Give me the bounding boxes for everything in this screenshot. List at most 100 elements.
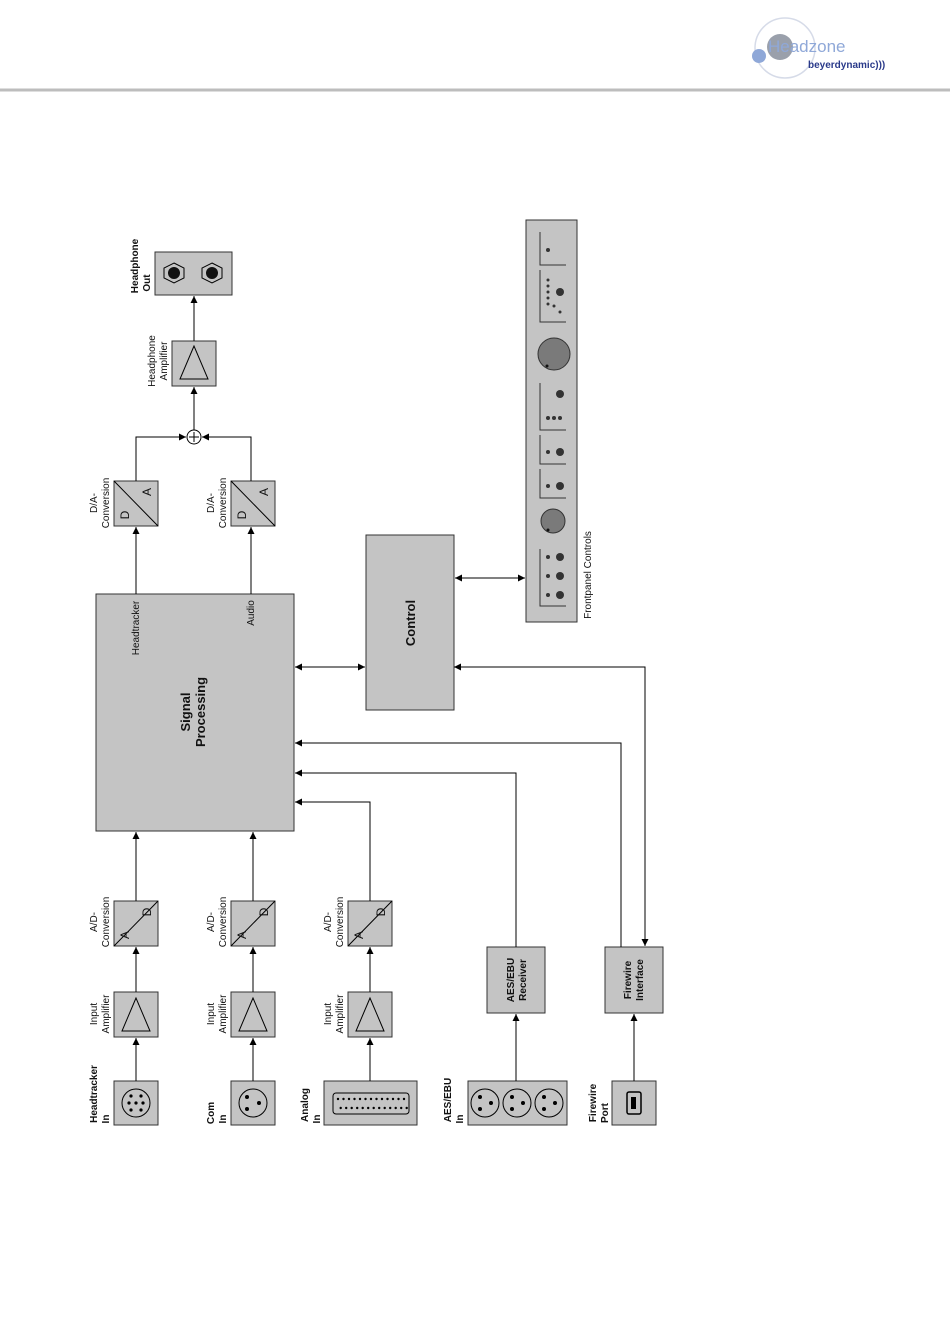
tap-audio-label: Audio [246,600,257,626]
aes-ebu-in-connectors [467,1080,568,1126]
headphone-amplifier-block [171,340,217,387]
ad1-letter-d: D [140,907,154,916]
firewire-port-label-1: Firewire [588,1083,599,1122]
signal-wires [132,296,649,1081]
connector-pin [350,1106,353,1110]
com-in-label-2: In [218,1115,229,1124]
firewire-interface-block [604,946,664,1014]
signal-processing-label-2: Processing [193,677,208,747]
input-amp2-label-1: Input [206,1003,217,1025]
da-converter-1: D A [113,480,159,527]
aes-in-label-2: In [455,1115,466,1124]
ad1-label-1: A/D- [89,912,100,932]
input-amplifier-1 [113,991,159,1038]
headphone-amp-label-1: Headphone [147,335,158,387]
control-label: Control [403,600,418,646]
ad-converter-1: A D [113,900,159,947]
connector-pin [405,1106,408,1110]
connector-pin [375,1097,378,1101]
signal-processing-label-1: Signal [178,692,193,731]
signal-processing-block [95,593,295,832]
headtracker-in-label-2: In [101,1115,112,1124]
aes-in-label-1: AES/EBU [443,1078,454,1122]
headphone-amp-label-2: Amplifier [159,341,170,381]
logo-wordmark: Headzone [768,37,846,56]
ad3-label-1: A/D- [323,912,334,932]
connector-pin [342,1097,345,1101]
da2-label-1: D/A- [206,493,217,513]
tap-headtracker-label: Headtracker [131,600,142,655]
analog-in-connector [323,1080,418,1126]
input-amp3-label-2: Amplifier [335,994,346,1034]
connector-pin [389,1106,392,1110]
ad1-letter-a: A [118,931,132,939]
aes-ebu-receiver-block [486,946,546,1014]
input-amp3-label-1: Input [323,1003,334,1025]
analog-in-label-1: Analog [300,1088,311,1122]
da-converter-2: D A [230,480,276,527]
connector-pin [364,1097,367,1101]
input-amp1-label-2: Amplifier [101,994,112,1034]
connector-pin [347,1097,351,1101]
headphone-out-label-2: Out [142,274,153,292]
ad3-label-2: Conversion [335,897,346,948]
connector-pin [391,1097,395,1101]
ad-converter-2: A D [230,900,276,947]
input-amp1-label-1: Input [89,1003,100,1025]
connector-pin [358,1097,362,1101]
logo-grey-dot [767,34,793,60]
connector-pin [397,1097,400,1101]
firewire-interface-label-1: Firewire [623,960,634,999]
da1-label-1: D/A- [89,493,100,513]
aes-receiver-label-2: Receiver [518,959,529,1001]
da2-label-2: Conversion [218,478,229,529]
connector-pin [383,1106,386,1110]
com-in-connector [230,1080,276,1126]
logo-ring [754,17,816,79]
ad2-letter-d: D [257,907,271,916]
headphone-out-jacks [154,251,233,296]
da1-letter-a: A [140,488,154,496]
connector-pin [400,1106,403,1110]
frontpanel-controls [525,219,578,623]
connector-pin [372,1106,375,1110]
ad2-letter-a: A [235,931,249,939]
logo-blue-dot [752,49,766,63]
connector-pin [356,1106,359,1110]
ad3-letter-a: A [352,931,366,939]
connector-pin [394,1106,397,1110]
firewire-port-connector [611,1080,657,1126]
ad2-label-1: A/D- [206,912,217,932]
input-amplifier-2 [230,991,276,1038]
connector-pin [339,1106,342,1110]
connector-pin [367,1106,370,1110]
firewire-port-label-2: Port [600,1102,611,1123]
input-amp2-label-2: Amplifier [218,994,229,1034]
control-block [365,534,455,711]
headphone-out-label-1: Headphone [130,238,141,293]
logo-brand: beyerdynamic))) [808,60,885,71]
input-amplifier-3 [347,991,393,1038]
da2-letter-d: D [235,510,249,519]
connector-pin [361,1106,364,1110]
com-in-label-1: Com [206,1102,217,1124]
connector-pin [402,1097,406,1101]
connector-pin [345,1106,348,1110]
connector-pin [386,1097,389,1101]
da2-letter-a: A [257,488,271,496]
header-logo: Headzone beyerdynamic))) [752,17,885,79]
ad2-label-2: Conversion [218,897,229,948]
frontpanel-label: Frontpanel Controls [583,531,594,619]
analog-in-label-2: In [312,1115,323,1124]
connector-pin [353,1097,356,1101]
ad3-letter-d: D [374,907,388,916]
aes-receiver-label-1: AES/EBU [506,958,517,1002]
connector-pin [369,1097,373,1101]
connector-pin [336,1097,340,1101]
da1-label-2: Conversion [101,478,112,529]
firewire-interface-label-2: Interface [635,959,646,1001]
headtracker-in-label-1: Headtracker [89,1065,100,1123]
ad1-label-2: Conversion [101,897,112,948]
ad-converter-3: A D [347,900,393,947]
